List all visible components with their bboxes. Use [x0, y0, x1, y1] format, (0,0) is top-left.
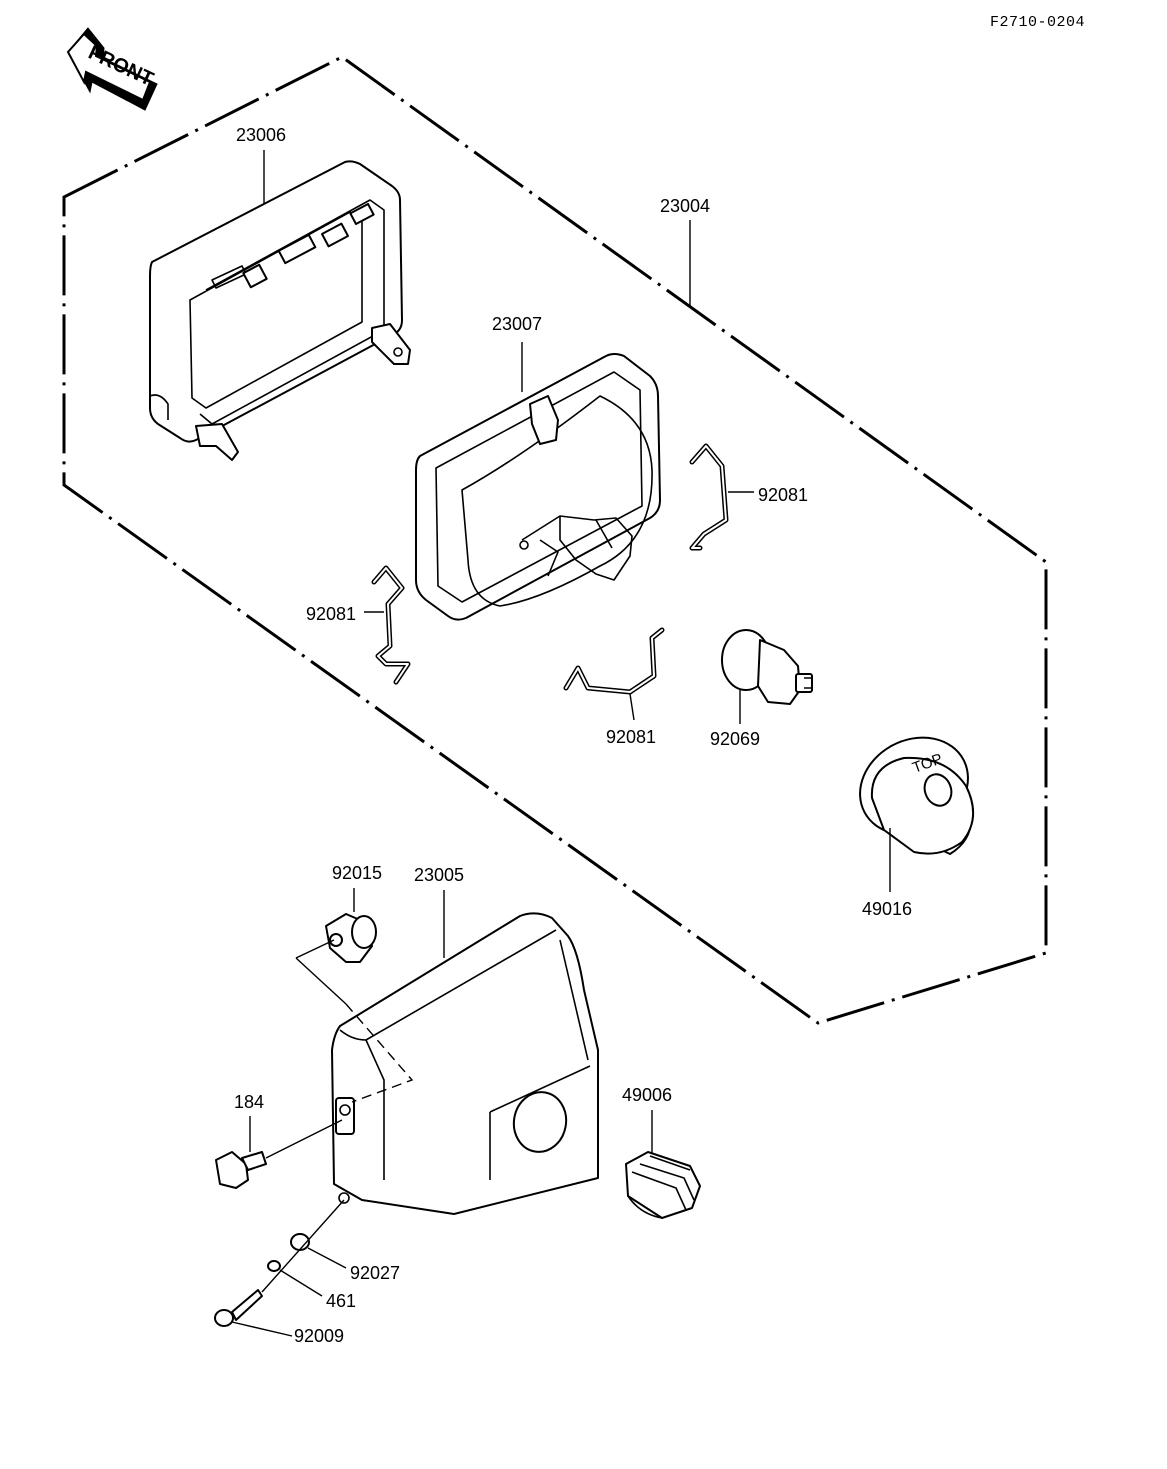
part-92081-spring-upper	[689, 443, 729, 551]
part-92081-spring-lower	[563, 627, 665, 695]
part-label-92081-left: 92081	[306, 604, 357, 624]
part-label-92081-lower: 92081	[606, 727, 657, 747]
part-92015-nut	[325, 913, 377, 963]
part-label-92081-upper: 92081	[758, 485, 809, 505]
leader-92009	[231, 1321, 293, 1337]
part-label-23004: 23004	[660, 196, 711, 216]
part-label-49016: 49016	[862, 899, 913, 919]
leader-92015-link	[295, 939, 335, 959]
part-label-184: 184	[234, 1092, 265, 1112]
part-23007-headlight-unit	[415, 353, 661, 621]
part-92081-spring-left	[371, 565, 411, 685]
part-92069-bulb	[721, 629, 813, 705]
leader-184-to-case	[265, 1119, 343, 1159]
part-label-23005: 23005	[414, 865, 465, 885]
part-23006-frame	[149, 160, 411, 461]
part-label-92027: 92027	[350, 1263, 401, 1283]
part-label-23007: 23007	[492, 314, 543, 334]
part-label-461: 461	[326, 1291, 357, 1311]
part-23005-case	[331, 912, 599, 1215]
leader-screw-axis	[261, 1199, 345, 1293]
front-arrow: FRONT	[66, 27, 158, 111]
part-49016-rubber-cover: TOP	[859, 736, 974, 855]
assembly-boundary	[62, 55, 1048, 1025]
part-92009-screw	[214, 1289, 263, 1327]
leader-92027	[307, 1247, 347, 1269]
part-label-92069: 92069	[710, 729, 761, 749]
diagram-code: F2710-0204	[990, 14, 1086, 31]
leader-92015-dash	[295, 957, 347, 1005]
leader-92015-hidden	[345, 1003, 414, 1103]
part-label-92009: 92009	[294, 1326, 345, 1346]
leader-92081-lower	[629, 693, 635, 721]
leader-461	[279, 1269, 323, 1297]
part-label-23006: 23006	[236, 125, 287, 145]
part-label-49006: 49006	[622, 1085, 673, 1105]
part-184-bolt	[215, 1151, 267, 1189]
part-label-92015: 92015	[332, 863, 383, 883]
part-49006-grommet	[625, 1151, 701, 1219]
part-461-washer	[267, 1260, 281, 1272]
